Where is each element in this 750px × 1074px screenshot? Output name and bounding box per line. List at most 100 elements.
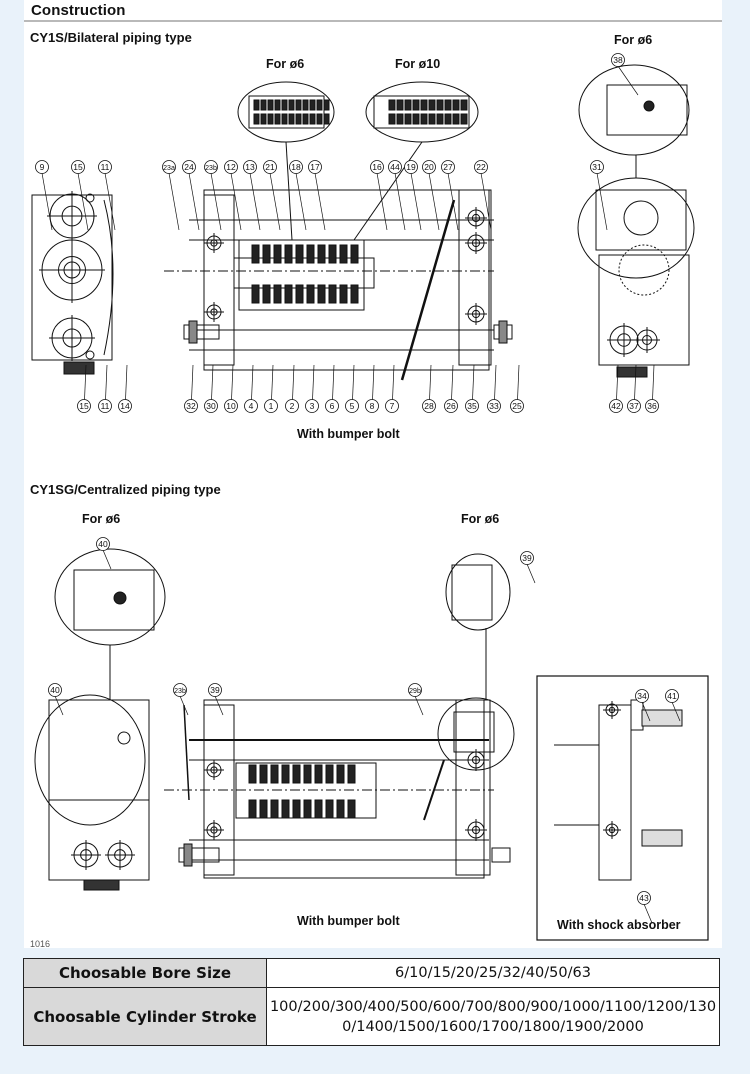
callout-balloon bbox=[243, 160, 257, 174]
callout-number: 15 bbox=[73, 162, 83, 172]
callout-balloon bbox=[590, 160, 604, 174]
callout-number: 17 bbox=[310, 162, 320, 172]
callout-balloon bbox=[441, 160, 455, 174]
leader-line bbox=[643, 903, 653, 924]
callout-number: 31 bbox=[592, 162, 602, 172]
callout-balloon bbox=[35, 160, 49, 174]
magnet-plate bbox=[253, 113, 260, 125]
right-side-content bbox=[595, 189, 687, 251]
port-circle bbox=[117, 731, 131, 745]
leader-line bbox=[41, 172, 53, 231]
callout-balloon bbox=[365, 399, 379, 413]
magnet-plate bbox=[396, 113, 404, 125]
centralized-right-detail-label: For ø6 bbox=[461, 512, 500, 526]
callout-balloon bbox=[182, 160, 196, 174]
magnet-plate bbox=[350, 244, 359, 264]
callout-number: 23a bbox=[163, 165, 175, 172]
callout-number: 23b bbox=[205, 165, 217, 172]
magnet-plate bbox=[281, 113, 288, 125]
cylinder-body-frame bbox=[203, 189, 490, 371]
leader-line bbox=[210, 172, 222, 231]
magnet-plate bbox=[460, 113, 468, 125]
callout-number: 39 bbox=[210, 685, 220, 695]
magnet-plate bbox=[267, 99, 274, 111]
magnet-plate bbox=[295, 284, 304, 304]
magnet-plate bbox=[267, 113, 274, 125]
leader-line bbox=[447, 172, 459, 231]
magnet-plate bbox=[323, 113, 330, 125]
magnet-plate bbox=[295, 99, 302, 111]
callout-number: 19 bbox=[406, 162, 416, 172]
right-side-lens bbox=[577, 177, 695, 279]
callout-balloon bbox=[173, 683, 187, 697]
callout-number: 14 bbox=[120, 401, 130, 411]
callout-number: 40 bbox=[98, 539, 108, 549]
callout-number: 5 bbox=[350, 401, 355, 411]
callout-number: 29b bbox=[409, 688, 421, 695]
callout-balloon bbox=[224, 160, 238, 174]
magnet-plate bbox=[274, 99, 281, 111]
leader-line bbox=[104, 172, 116, 231]
magnet-plate bbox=[325, 764, 334, 784]
magnet-plate bbox=[460, 99, 468, 111]
spec-key-bore: Choosable Bore Size bbox=[23, 957, 267, 989]
magnet-plate bbox=[302, 99, 309, 111]
magnet-plate bbox=[251, 244, 260, 264]
piston-slider bbox=[238, 239, 365, 311]
magnet-plate bbox=[281, 799, 290, 819]
right-head bbox=[455, 699, 491, 876]
magnet-plate bbox=[339, 284, 348, 304]
spec-value-stroke: 100/200/300/400/500/600/700/800/900/1000… bbox=[266, 987, 720, 1046]
detail-leader bbox=[353, 141, 423, 241]
magnet-plate bbox=[314, 764, 323, 784]
callout-balloon bbox=[465, 399, 479, 413]
leader-line bbox=[230, 172, 242, 231]
callout-number: 40 bbox=[50, 685, 60, 695]
magnet-plate bbox=[292, 764, 301, 784]
callout-number: 7 bbox=[390, 401, 395, 411]
centralized-caption: With bumper bolt bbox=[297, 914, 400, 928]
shock-absorber bbox=[641, 709, 683, 727]
callout-balloon bbox=[611, 53, 625, 67]
magnet-plate bbox=[404, 99, 412, 111]
callout-number: 42 bbox=[611, 401, 621, 411]
callout-balloon bbox=[422, 160, 436, 174]
callout-balloon bbox=[325, 399, 339, 413]
bilateral-detail-d6-label: For ø6 bbox=[266, 57, 305, 71]
detail-d10-lens bbox=[365, 81, 479, 143]
callout-number: 22 bbox=[476, 162, 486, 172]
magnet-plate bbox=[444, 113, 452, 125]
callout-number: 33 bbox=[489, 401, 499, 411]
stroke-line bbox=[423, 759, 445, 821]
center-left-content bbox=[48, 699, 150, 801]
bumper-nut bbox=[188, 320, 198, 344]
magnet-plate bbox=[284, 284, 293, 304]
magnet-plate bbox=[328, 284, 337, 304]
magnet-plate bbox=[259, 799, 268, 819]
magnet-plate bbox=[336, 764, 345, 784]
callout-balloon bbox=[305, 399, 319, 413]
centralized-left-detail-label: For ø6 bbox=[82, 512, 121, 526]
spec-key-stroke: Choosable Cylinder Stroke bbox=[23, 987, 267, 1046]
spec-value-bore: 6/10/15/20/25/32/40/50/63 bbox=[266, 957, 720, 989]
magnet-plate bbox=[306, 284, 315, 304]
shock-absorber bbox=[641, 829, 683, 847]
magnet-plate bbox=[314, 799, 323, 819]
magnet-plate bbox=[295, 113, 302, 125]
callout-balloon bbox=[48, 683, 62, 697]
center-detail-left-lens bbox=[54, 548, 166, 646]
magnet-plate bbox=[420, 99, 428, 111]
magnet-plate bbox=[347, 799, 356, 819]
callout-balloon bbox=[184, 399, 198, 413]
callout-number: 3 bbox=[310, 401, 315, 411]
fitting bbox=[63, 361, 95, 375]
magnet-plate bbox=[347, 764, 356, 784]
magnet-plate bbox=[270, 799, 279, 819]
magnet-plate bbox=[336, 799, 345, 819]
callout-balloon bbox=[208, 683, 222, 697]
callout-balloon bbox=[285, 399, 299, 413]
magnet-plate bbox=[273, 284, 282, 304]
callout-balloon bbox=[635, 689, 649, 703]
bilateral-caption: With bumper bolt bbox=[297, 427, 400, 441]
bumper-bolt bbox=[491, 847, 511, 863]
